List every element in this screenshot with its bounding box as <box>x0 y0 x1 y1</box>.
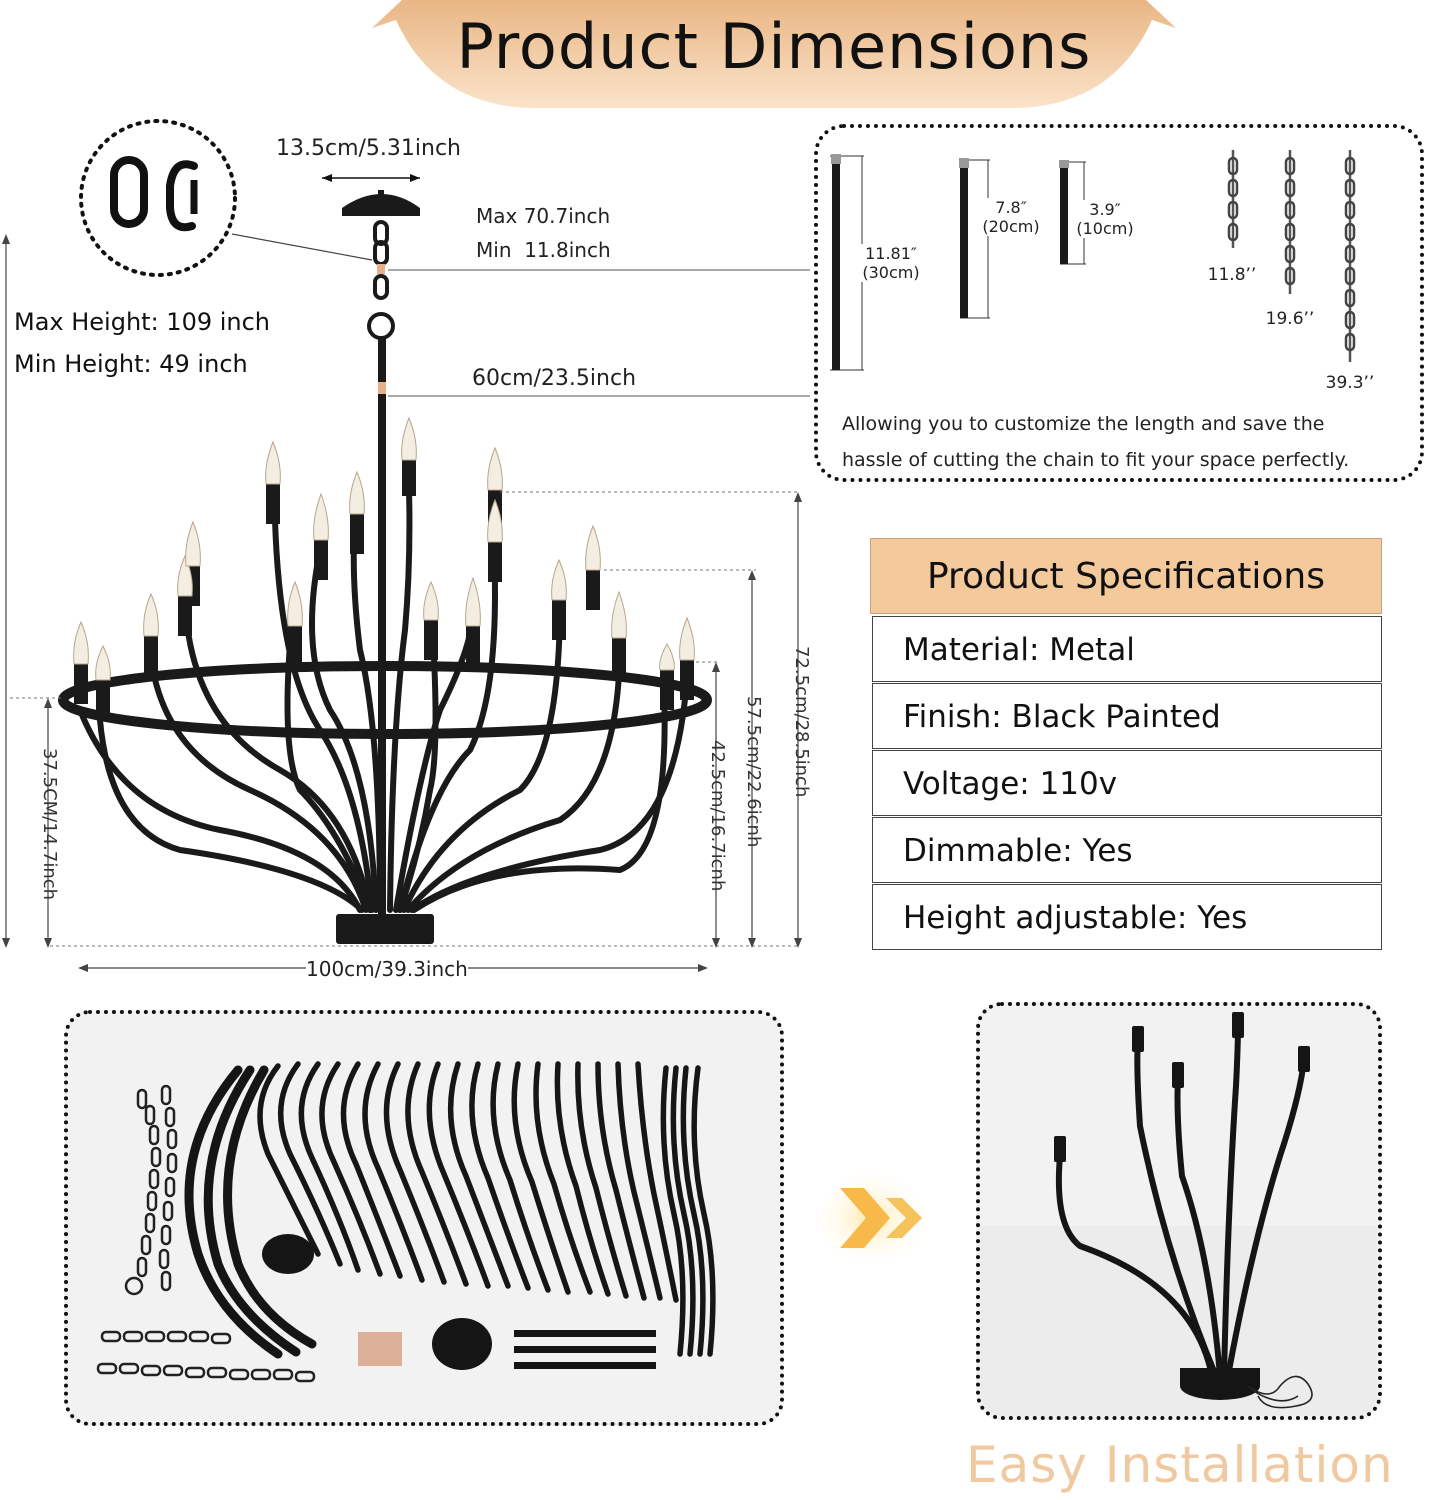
parts-photo-panel <box>64 1010 784 1426</box>
carabiner-icon <box>79 119 237 277</box>
rods-chains-graphic <box>830 150 1356 371</box>
spec-finish: Finish: Black Painted <box>872 683 1382 749</box>
chain-max-label: Max 70.7inch <box>476 204 611 228</box>
parts-graphic <box>96 1061 716 1383</box>
height-37-label: 37.5CM/14.7inch <box>39 748 60 901</box>
customize-note: Allowing you to customize the length and… <box>842 413 1350 471</box>
spec-dimmable: Dimmable: Yes <box>872 817 1382 883</box>
title-banner <box>372 0 1176 108</box>
length-options-panel <box>814 124 1424 482</box>
double-arrow-icon <box>820 1172 932 1264</box>
canopy-width-label: 13.5cm/5.31inch <box>276 136 462 161</box>
chain-39-label: 39.3’’ <box>1325 373 1375 393</box>
installation-photo-panel <box>976 1002 1382 1420</box>
rod-10-label: 3.9″(10cm) <box>1076 200 1134 238</box>
installation-graphic <box>980 1012 1378 1416</box>
height-57-label: 57.5cm/22.6icnh <box>743 696 764 848</box>
easy-installation-caption: Easy Installation <box>966 1436 1394 1494</box>
chandelier-diagram <box>2 174 810 972</box>
height-72-label: 72.5cm/28.5inch <box>791 646 812 798</box>
total-width-label: 100cm/39.3inch <box>306 957 468 981</box>
min-height-label: Min Height: 49 inch <box>14 350 248 378</box>
downrod-width-label: 60cm/23.5inch <box>472 366 637 391</box>
page-title: Product Dimensions <box>456 10 1092 83</box>
chain-19-label: 19.6’’ <box>1265 309 1315 329</box>
chain-11-label: 11.8’’ <box>1207 265 1257 285</box>
spec-voltage: Voltage: 110v <box>872 750 1382 816</box>
spec-height-adjustable: Height adjustable: Yes <box>872 884 1382 950</box>
height-42-label: 42.5cm/16.7icnh <box>707 740 728 892</box>
rod-30-label: 11.81″(30cm) <box>858 244 924 282</box>
spec-material: Material: Metal <box>872 616 1382 682</box>
chain-min-label: Min 11.8inch <box>476 238 611 262</box>
max-height-label: Max Height: 109 inch <box>14 308 271 336</box>
rod-20-label: 7.8″(20cm) <box>982 198 1040 236</box>
specs-title: Product Specifications <box>870 538 1382 614</box>
